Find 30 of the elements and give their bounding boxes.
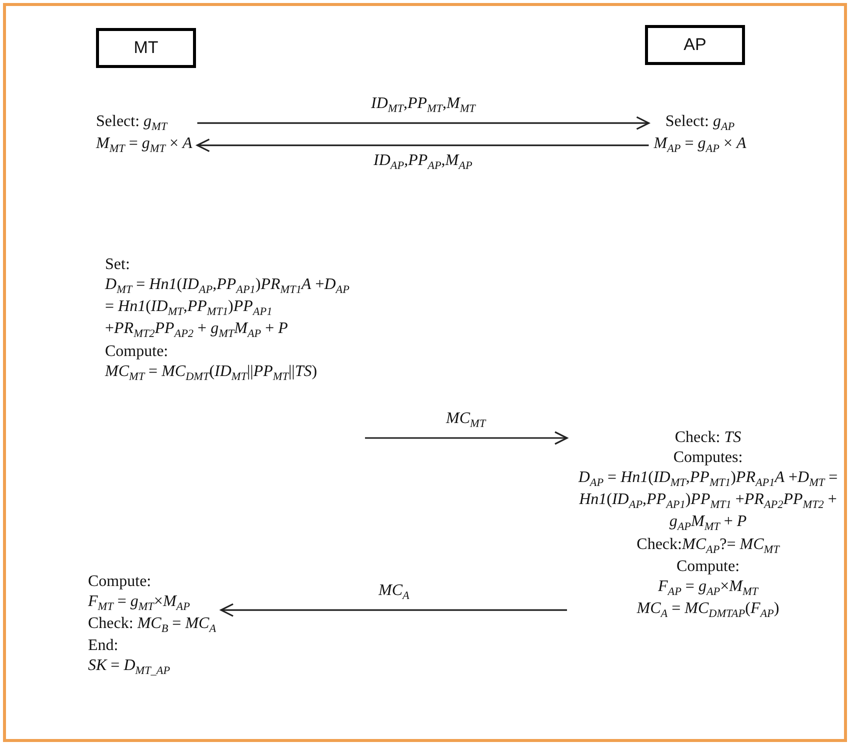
edge-label: ID$_{MT}$,PP$_{MT}$,M$_{MT}$: [371, 94, 476, 117]
arrow: [197, 116, 650, 130]
formula-text: F$_{AP}$ = g$_{AP}$×M$_{MT}$: [658, 576, 758, 599]
formula-text: MC$_{MT}$ = MC$_{DMT}$(ID$_{MT}$||PP$_{MT}$||TS): [105, 362, 318, 384]
edge-label: MC$_{A}$: [378, 581, 410, 604]
formula-text: F$_{MT}$ = g$_{MT}$×M$_{AP}$: [88, 592, 190, 614]
formula-text: Select: g$_{MT}$: [96, 112, 168, 134]
formula-text: Compute:: [105, 342, 168, 362]
formula-text: End:: [88, 636, 118, 656]
edge-label: MC$_{MT}$: [446, 409, 486, 432]
formula-text: M$_{MT}$ = g$_{MT}$ × A: [96, 134, 192, 156]
formula-text: Compute:: [88, 572, 152, 592]
participant-box: AP: [645, 25, 745, 65]
participant-box: MT: [96, 28, 196, 68]
formula-text: Computes:: [673, 448, 743, 468]
formula-text: Compute:: [676, 556, 740, 577]
formula-text: Check:MC$_{AP}$?= MC$_{MT}$: [636, 534, 780, 557]
arrow: [220, 603, 567, 617]
formula-text: Select: g$_{AP}$: [665, 112, 735, 134]
formula-text: M$_{AP}$ = g$_{AP}$ × A: [654, 134, 746, 156]
formula-text: SK = D$_{MT_AP}$: [88, 656, 170, 679]
formula-text: D$_{AP}$ = Hn1(ID$_{MT}$,PP$_{MT1}$)PR$_{AP1}$A +D$_{MT}$ = Hn1(ID$_{AP}$,PP$_{AP1}$)PP$_{MT1}$ +PR$_{AP2}$PP$_{MT2}$ + g$_{AP}$M$_{MT}$ + P: [577, 468, 839, 535]
formula-text: Check: MC$_{B}$ = MC$_{A}$: [88, 614, 216, 636]
formula-text: Check: TS: [674, 428, 742, 448]
formula-text: D$_{MT}$ = Hn1(ID$_{AP}$,PP$_{AP1}$)PR$_{MT1}$A +D$_{AP}$ = Hn1(ID$_{MT}$,PP$_{MT1}$)PP$_{AP1}$ +PR$_{MT2}$PP$_{AP2}$ + g$_{MT}$M$_{AP}$ + P: [105, 275, 350, 342]
formula-text: MC$_{A}$ = MC$_{DMTAP}$(F$_{AP}$): [636, 598, 780, 622]
formula-text: Set:: [105, 255, 130, 275]
edge-label: ID$_{AP}$,PP$_{AP}$,M$_{AP}$: [374, 151, 472, 174]
arrow: [365, 431, 568, 445]
arrow: [196, 138, 649, 152]
